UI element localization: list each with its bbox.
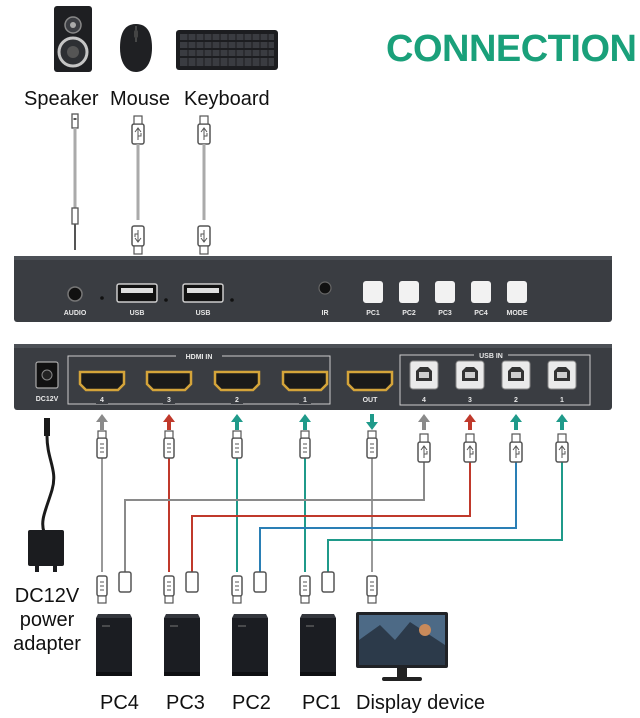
rear-label-dc: DC12V — [36, 396, 59, 403]
mouse-usb-cable — [131, 115, 145, 255]
power-adapter-icon — [28, 418, 64, 572]
usb-port-label-3: 3 — [468, 397, 472, 404]
usb-port-label-2: 2 — [514, 397, 518, 404]
speaker-label: Speaker — [24, 88, 99, 110]
front-label-usb1: USB — [130, 310, 145, 317]
mouse-label: Mouse — [110, 88, 171, 110]
pc-tower-icon — [95, 613, 337, 677]
keyboard-label: Keyboard — [184, 88, 270, 110]
monitor-icon — [356, 612, 448, 681]
hdmi-port-label-2: 2 — [235, 397, 239, 404]
power-adapter-label: DC12V power adapter — [6, 584, 88, 656]
hdmi-cables — [96, 430, 378, 604]
power-label-line2: power — [19, 609, 75, 631]
front-label-pc3: PC3 — [438, 310, 452, 317]
usb-port-label-1: 1 — [560, 397, 564, 404]
front-label-mode: MODE — [507, 310, 528, 317]
pc1-label: PC1 — [302, 692, 341, 714]
pc4-label: PC4 — [100, 692, 139, 714]
front-label-ir: IR — [322, 310, 329, 317]
usb-cables — [124, 462, 563, 572]
pc2-label: PC2 — [232, 692, 271, 714]
usb-plugs — [118, 433, 569, 593]
front-label-pc1: PC1 — [366, 310, 380, 317]
keyboard-icon — [176, 30, 278, 70]
display-device-label: Display device — [356, 692, 485, 714]
pc3-label: PC3 — [166, 692, 205, 714]
kvm-front-panel: AUDIO USB USB IR PC1 PC2 PC3 PC4 MODE — [14, 256, 612, 322]
hdmi-port-label-1: 1 — [303, 397, 307, 404]
keyboard-usb-cable — [197, 115, 211, 255]
hdmi-port-label-3: 3 — [167, 397, 171, 404]
rear-label-usb-in: USB IN — [479, 353, 503, 360]
front-label-audio: AUDIO — [64, 310, 87, 317]
hdmi-port-label-4: 4 — [100, 397, 104, 404]
speaker-icon — [54, 6, 92, 72]
rear-label-hdmi-in: HDMI IN — [186, 354, 213, 361]
power-label-line1: DC12V — [14, 585, 80, 607]
front-label-pc4: PC4 — [474, 310, 488, 317]
usb-port-label-4: 4 — [422, 397, 426, 404]
audio-cable — [71, 113, 79, 250]
front-label-pc2: PC2 — [402, 310, 416, 317]
hdmi-out-label: OUT — [363, 397, 379, 404]
front-label-usb2: USB — [196, 310, 211, 317]
diagram-title: CONNECTION — [386, 28, 637, 70]
mouse-icon — [120, 24, 152, 72]
power-label-line3: adapter — [13, 633, 81, 655]
hdmi-input-arrows — [96, 414, 568, 430]
kvm-rear-panel: DC12V HDMI IN 4 3 2 1 OUT USB IN 4 3 2 1 — [14, 344, 612, 410]
